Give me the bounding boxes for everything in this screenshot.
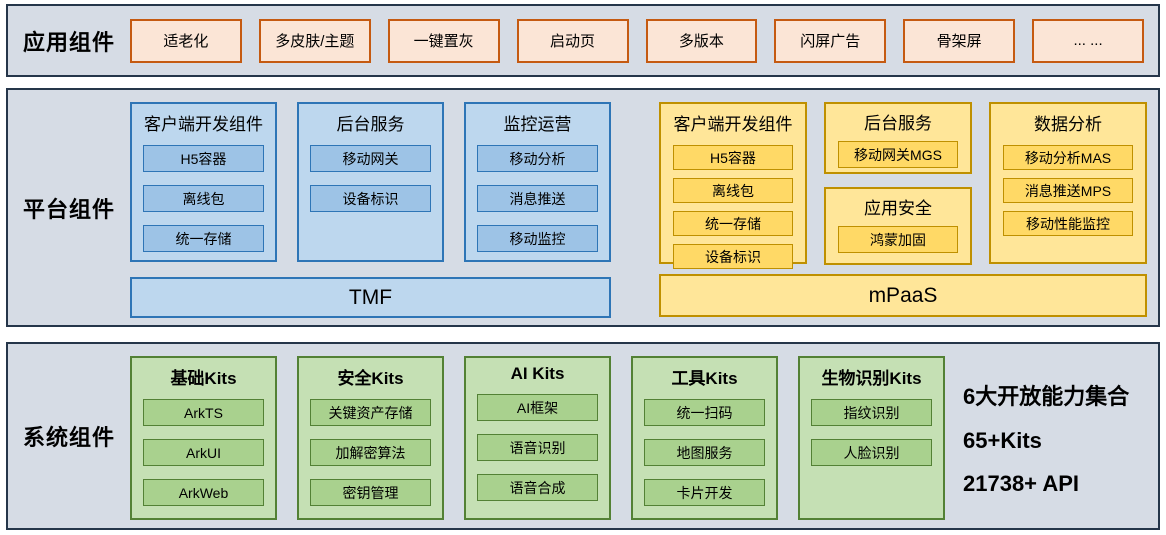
group-items: 移动分析消息推送移动监控: [466, 145, 609, 252]
component-item: 移动性能监控: [1003, 211, 1133, 236]
group-title: 监控运营: [503, 115, 572, 134]
component-item: H5容器: [143, 145, 264, 172]
component-item: ArkUI: [143, 439, 264, 466]
group-items: H5容器离线包统一存储设备标识: [661, 145, 805, 269]
app-component-chip: 闪屏广告: [774, 18, 887, 63]
component-item: 关键资产存储: [310, 399, 431, 426]
component-item: 密钥管理: [310, 479, 431, 506]
tmf-bar: TMF: [130, 277, 611, 318]
group-title: 生物识别Kits: [821, 369, 922, 388]
mpaas-column-client: 客户端开发组件 H5容器离线包统一存储设备标识: [659, 102, 807, 269]
component-group: 应用安全鸿蒙加固: [824, 187, 972, 265]
mpaas-cluster: 客户端开发组件 H5容器离线包统一存储设备标识 后台服务移动网关MGS 应用安全鸿蒙…: [659, 102, 1147, 317]
component-item: 语音合成: [477, 474, 598, 501]
component-group: 安全Kits 关键资产存储加解密算法密钥管理: [297, 356, 444, 520]
group-title: AI Kits: [510, 364, 565, 383]
mpaas-bar: mPaaS: [659, 274, 1147, 317]
component-item: 加解密算法: [310, 439, 431, 466]
component-group: 生物识别Kits 指纹识别人脸识别: [798, 356, 945, 520]
component-group: 后台服务移动网关设备标识: [297, 102, 444, 262]
group-items: ArkTS ArkUI ArkWeb: [132, 399, 275, 506]
group-items: 关键资产存储加解密算法密钥管理: [299, 399, 442, 506]
app-chip-row: 适老化多皮肤/主题一键置灰启动页多版本闪屏广告骨架屏 ... ...: [130, 6, 1144, 75]
component-item: 移动分析MAS: [1003, 145, 1133, 170]
component-item: 设备标识: [310, 185, 431, 212]
app-component-chip: 多皮肤/主题: [258, 18, 371, 63]
component-item: 消息推送MPS: [1003, 178, 1133, 203]
component-group: 工具Kits 统一扫码地图服务卡片开发: [631, 356, 778, 520]
group-items: H5容器离线包统一存储: [132, 145, 275, 252]
component-item: 统一存储: [143, 225, 264, 252]
group-title: 后台服务: [336, 115, 405, 134]
component-item: 统一扫码: [644, 399, 765, 426]
component-item: ArkTS: [143, 399, 264, 426]
app-component-chip: 骨架屏: [903, 18, 1016, 63]
component-item: 统一存储: [672, 211, 794, 236]
app-component-chip: 一键置灰: [387, 18, 500, 63]
group-items: 移动分析MAS 消息推送MPS 移动性能监控: [991, 145, 1145, 236]
component-group: 后台服务移动网关MGS: [824, 102, 972, 174]
component-group: 数据分析移动分析MAS 消息推送MPS 移动性能监控: [989, 102, 1147, 264]
group-title: 基础Kits: [170, 369, 237, 388]
component-item: 人脸识别: [811, 439, 932, 466]
group-items: AI框架语音识别语音合成: [466, 394, 609, 501]
group-items: 鸿蒙加固: [826, 226, 970, 253]
component-item: 消息推送: [477, 185, 598, 212]
app-components-band: 应用组件 适老化多皮肤/主题一键置灰启动页多版本闪屏广告骨架屏 ... ...: [6, 4, 1160, 77]
component-item: 移动监控: [477, 225, 598, 252]
group-title: 数据分析: [1034, 115, 1102, 134]
group-items: 统一扫码地图服务卡片开发: [633, 399, 776, 506]
app-component-chip: 适老化: [130, 18, 242, 63]
group-items: 移动网关MGS: [826, 141, 970, 168]
component-item: H5容器: [672, 145, 794, 170]
group-title: 客户端开发组件: [673, 115, 793, 134]
component-item: 移动网关MGS: [837, 141, 959, 168]
component-item: 鸿蒙加固: [837, 226, 959, 253]
band-label: 平台组件: [22, 196, 115, 222]
group-title: 应用安全: [864, 199, 932, 218]
component-item: 离线包: [143, 185, 264, 212]
group-title: 工具Kits: [671, 369, 738, 388]
app-component-chip: 启动页: [516, 18, 629, 63]
component-item: 移动分析: [477, 145, 598, 172]
component-item: 指纹识别: [811, 399, 932, 426]
mpaas-column-data-analysis: 数据分析移动分析MAS 消息推送MPS 移动性能监控: [989, 102, 1147, 265]
component-item: 离线包: [672, 178, 794, 203]
component-group: 监控运营移动分析消息推送移动监控: [464, 102, 611, 262]
stat-line: 21738+ API: [963, 471, 1079, 496]
component-item: 地图服务: [644, 439, 765, 466]
band-label: 应用组件: [22, 29, 115, 55]
open-capability-stats: 6大开放能力集合 65+Kits 21738+ API: [963, 356, 1129, 520]
mpaas-column-backend-security: 后台服务移动网关MGS 应用安全鸿蒙加固: [824, 102, 972, 265]
group-title: 安全Kits: [337, 369, 404, 388]
stat-line: 6大开放能力集合: [963, 384, 1130, 409]
component-group: 客户端开发组件 H5容器离线包统一存储: [130, 102, 277, 262]
component-group: 客户端开发组件 H5容器离线包统一存储设备标识: [659, 102, 807, 269]
group-items: 指纹识别人脸识别: [800, 399, 943, 466]
app-component-chip: ... ...: [1032, 18, 1144, 63]
group-title: 后台服务: [864, 114, 932, 133]
band-label: 系统组件: [22, 425, 115, 450]
component-item: 语音识别: [477, 434, 598, 461]
group-title: 客户端开发组件: [144, 115, 263, 134]
group-items: 移动网关设备标识: [299, 145, 442, 212]
component-item: ArkWeb: [143, 479, 264, 506]
stat-line: 65+Kits: [963, 428, 1042, 453]
mpaas-groups: 客户端开发组件 H5容器离线包统一存储设备标识 后台服务移动网关MGS 应用安全鸿蒙…: [659, 102, 1147, 269]
component-item: 设备标识: [672, 244, 794, 269]
app-component-chip: 多版本: [645, 18, 758, 63]
component-item: 卡片开发: [644, 479, 765, 506]
component-item: 移动网关: [310, 145, 431, 172]
component-item: AI框架: [477, 394, 598, 421]
